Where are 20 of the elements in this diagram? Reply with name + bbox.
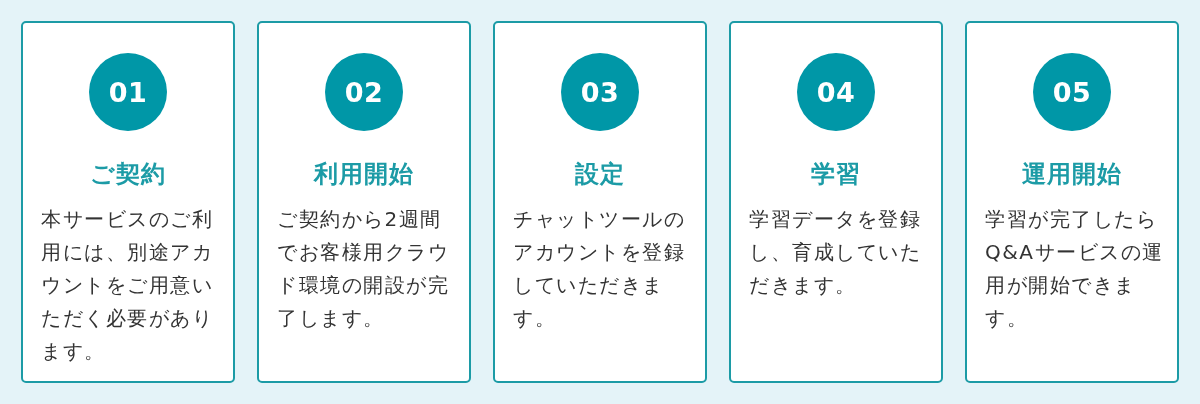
step-card <box>729 21 943 383</box>
step-title: 設定 <box>574 159 626 189</box>
step-number-circle: 02 <box>325 53 403 131</box>
step-description: 本サービスのご利用には、別途アカウントをご用意いただく必要があります。 <box>41 206 214 365</box>
step-card <box>257 21 471 383</box>
step-card <box>493 21 707 383</box>
step-title: 運用開始 <box>1021 159 1123 189</box>
step-number-circle: 04 <box>797 53 875 131</box>
step-description: チャットツールのアカウントを登録していただきます。 <box>513 206 686 332</box>
step-description: 学習が完了したらQ&Aサービスの運用が開始できます。 <box>985 206 1165 332</box>
step-number-circle: 05 <box>1033 53 1111 131</box>
step-title: ご契約 <box>89 159 167 189</box>
step-number-circle: 01 <box>89 53 167 131</box>
step-number-circle: 03 <box>561 53 639 131</box>
step-card <box>21 21 235 383</box>
step-description: 学習データを登録し、育成していただきます。 <box>749 206 922 299</box>
step-title: 学習 <box>810 159 862 189</box>
step-title: 利用開始 <box>312 159 415 189</box>
step-description: ご契約から2週間でお客様用クラウド環境の開設が完了します。 <box>277 206 450 332</box>
step-card <box>965 21 1179 383</box>
